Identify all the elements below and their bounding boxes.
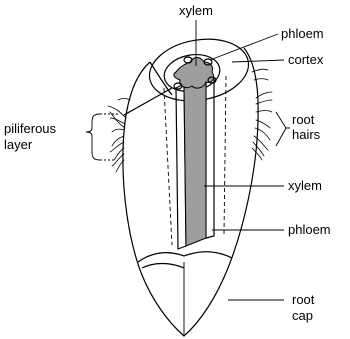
root-hair [252, 148, 262, 160]
root-hair [118, 99, 130, 101]
label-cortex: cortex [288, 52, 324, 67]
label-root-hairs: root hairs [292, 112, 321, 142]
label-root-hairs-line1: root [292, 112, 315, 127]
pointer-cortex [232, 60, 284, 62]
stele-boundary-right [224, 76, 226, 235]
root-hair [112, 136, 124, 146]
label-root-cap-line2: cap [292, 308, 313, 323]
root-hair [110, 142, 124, 152]
xylem-core [184, 80, 206, 246]
brace-piliferous [86, 114, 100, 160]
labels: xylem phloem cortex root hairs piliferou… [4, 3, 331, 323]
phloem-strip-right [206, 78, 214, 238]
root-cap-inner [142, 264, 184, 269]
label-root-cap-line1: root [292, 292, 315, 307]
root-hair [108, 106, 126, 118]
stele-boundary-left [164, 88, 172, 245]
brace-root-hairs [276, 112, 290, 146]
label-root-cap: root cap [292, 292, 318, 323]
label-xylem-top: xylem [179, 3, 213, 18]
pointer-phloem-top [210, 34, 278, 60]
label-piliferous-layer: piliferous layer [4, 121, 60, 152]
phloem-dot-1 [184, 57, 192, 63]
label-phloem-top: phloem [281, 26, 324, 41]
label-root-hairs-line2: hairs [292, 127, 321, 142]
label-piliferous-line2: layer [4, 137, 33, 152]
label-piliferous-line1: piliferous [4, 121, 57, 136]
root-hair [112, 129, 124, 132]
root-cap-boundary [138, 252, 232, 262]
label-xylem-side: xylem [288, 178, 322, 193]
label-phloem-side: phloem [288, 222, 331, 237]
vascular-cylinder [164, 57, 226, 249]
